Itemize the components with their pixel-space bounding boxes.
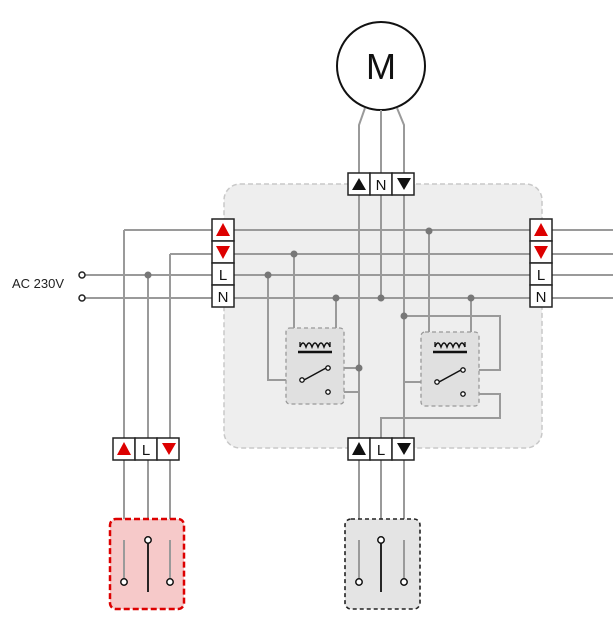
- down-arrow-icon: [397, 443, 411, 455]
- terminal-n-label: N: [376, 177, 387, 194]
- switch-contact-icon: [355, 536, 408, 592]
- relay-contact-icon: [299, 365, 331, 395]
- up-arrow-icon: [352, 178, 366, 190]
- motor: M: [336, 21, 426, 111]
- down-arrow-icon: [534, 246, 548, 259]
- terminal-l-label: L: [142, 442, 150, 459]
- switch-contact-icon: [120, 536, 174, 592]
- terminal-l-label: L: [537, 267, 545, 284]
- terminal-l-label: L: [219, 267, 227, 284]
- relay-coil-icon: [298, 342, 332, 354]
- motor-terminal-block: N: [347, 172, 415, 196]
- up-arrow-icon: [534, 223, 548, 236]
- relay-down: [420, 331, 480, 407]
- up-arrow-icon: [352, 442, 366, 455]
- motor-label: M: [366, 46, 396, 87]
- left-terminal-block: L N: [211, 218, 235, 308]
- right-terminal-block: L N: [529, 218, 553, 308]
- supply-label: AC 230V: [12, 276, 64, 291]
- relay-coil-icon: [433, 342, 467, 354]
- motor-lead-down: [396, 107, 405, 173]
- down-arrow-icon: [397, 178, 411, 190]
- up-arrow-icon: [117, 442, 131, 455]
- down-arrow-icon: [216, 246, 230, 259]
- terminal-n-label: N: [536, 289, 547, 306]
- down-arrow-icon: [162, 443, 176, 455]
- motor-lead-up: [358, 107, 366, 173]
- up-arrow-icon: [216, 223, 230, 236]
- external-switch: [108, 517, 186, 611]
- terminal-n-label: N: [218, 289, 229, 306]
- switch-terminal-block-internal: L: [347, 437, 415, 461]
- switch-terminal-block-external: L: [112, 437, 180, 461]
- terminal-l-label: L: [377, 442, 385, 459]
- internal-switch: [344, 518, 421, 610]
- relay-contact-icon: [434, 367, 466, 397]
- junction-dots: [144, 227, 475, 372]
- supply-input: AC 230V: [12, 271, 86, 302]
- relay-up: [285, 327, 345, 405]
